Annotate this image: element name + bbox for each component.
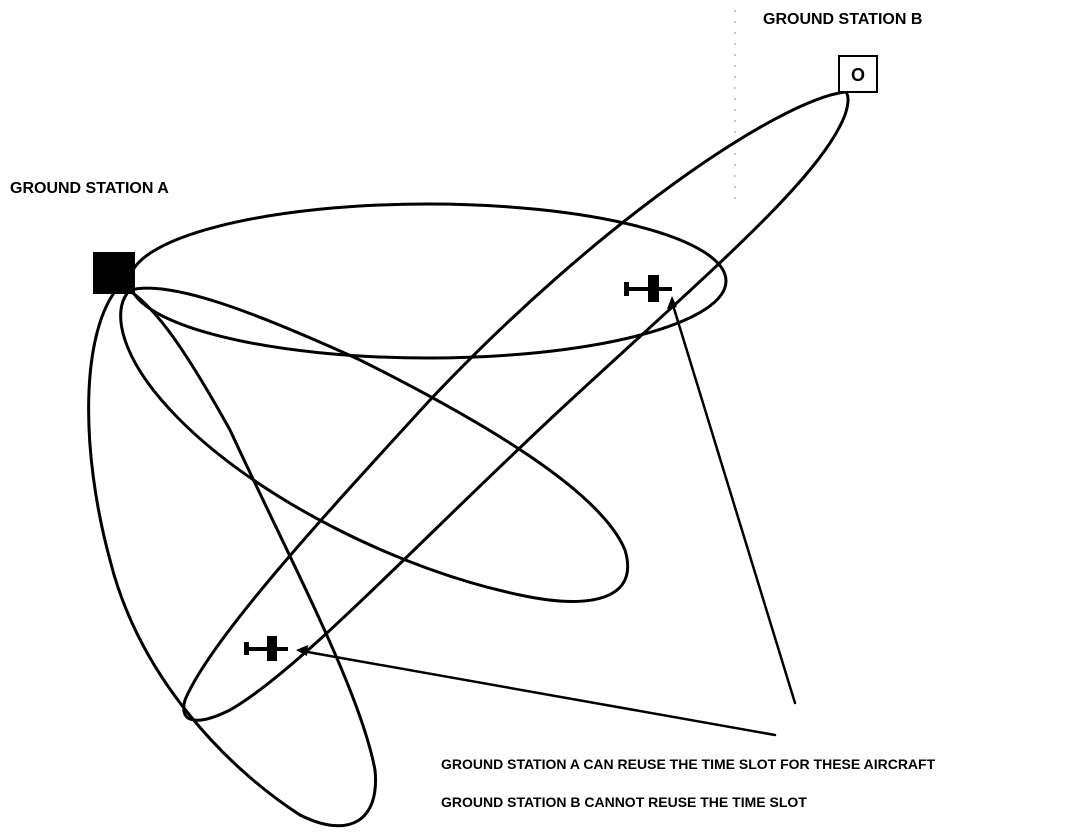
- station-b-icon: O: [838, 55, 878, 93]
- beam-lobe-down-left: [87, 283, 378, 828]
- pointer-arrowhead-upper: [667, 296, 677, 309]
- pointer-line-upper: [670, 300, 797, 705]
- beam-lobe-station-b: [182, 90, 850, 722]
- station-b-label: GROUND STATION B: [763, 11, 922, 28]
- aircraft-icon: [624, 275, 672, 302]
- pointer-line-lower: [300, 649, 777, 737]
- pointer-arrowhead-lower: [296, 645, 308, 656]
- aircraft-icon: [244, 636, 288, 661]
- station-a-icon: [93, 252, 135, 294]
- station-b-symbol: O: [851, 65, 865, 85]
- note-reuse: GROUND STATION A CAN REUSE THE TIME SLOT…: [441, 756, 936, 772]
- note-no-reuse: GROUND STATION B CANNOT REUSE THE TIME S…: [441, 794, 807, 810]
- station-a-label: GROUND STATION A: [10, 180, 169, 197]
- beam-lobe-horizontal: [128, 202, 728, 360]
- beam-lobe-down-right: [119, 286, 630, 603]
